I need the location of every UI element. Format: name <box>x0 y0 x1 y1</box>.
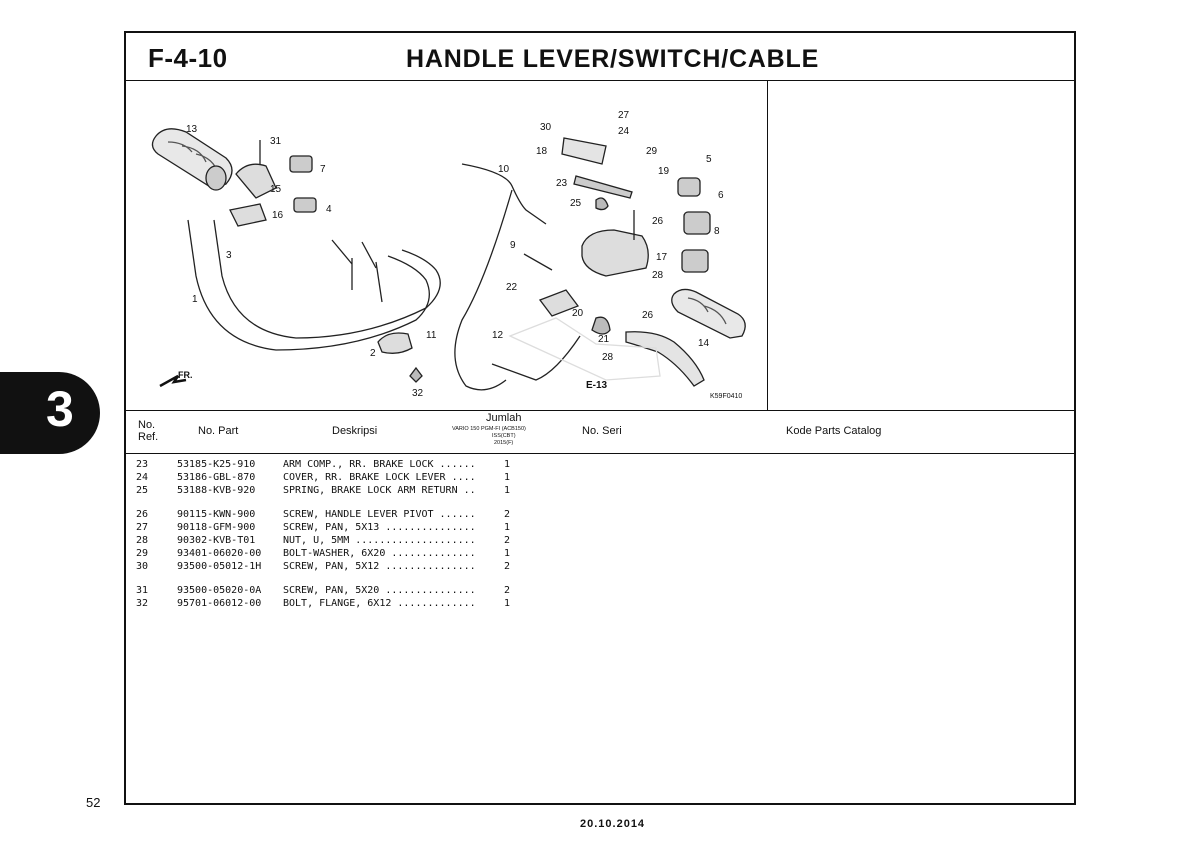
page-header: F-4-10 HANDLE LEVER/SWITCH/CABLE <box>126 33 1074 81</box>
callout-28: 28 <box>652 270 664 281</box>
callout-10: 10 <box>498 164 510 175</box>
callout-13: 13 <box>186 124 198 135</box>
table-header: No. Ref. No. Part Deskripsi Jumlah VARIO… <box>126 410 1074 454</box>
col-no-ref: No. Ref. <box>138 419 159 443</box>
callout-28b: 28 <box>602 352 614 363</box>
callout-2: 2 <box>370 348 376 359</box>
callout-24: 24 <box>618 126 630 137</box>
ref-arrow-e13: E-13 <box>586 380 608 391</box>
callout-4: 4 <box>326 204 332 215</box>
callout-3: 3 <box>226 250 232 261</box>
figure-code: K59F0410 <box>710 393 742 400</box>
table-row: 27 90118-GFM-900 SCREW, PAN, 5X13 ......… <box>136 522 511 533</box>
col-no-seri: No. Seri <box>582 425 622 437</box>
table-row: 23 53185-K25-910 ARM COMP., RR. BRAKE LO… <box>136 459 511 470</box>
col-jumlah: Jumlah <box>486 412 522 424</box>
col-no-part: No. Part <box>198 425 239 437</box>
callout-20: 20 <box>572 308 584 319</box>
callout-26: 26 <box>652 216 664 227</box>
chapter-number: 3 <box>46 381 74 437</box>
callout-7: 7 <box>320 164 326 175</box>
callout-12: 12 <box>492 330 504 341</box>
callout-19: 19 <box>658 166 670 177</box>
callout-23: 23 <box>556 178 568 189</box>
callout-9: 9 <box>510 240 516 251</box>
callout-27: 27 <box>618 110 630 121</box>
exploded-parts-diagram: 13 31 7 15 16 4 1 3 30 27 24 18 29 5 19 … <box>126 80 768 410</box>
callout-29: 29 <box>646 146 658 157</box>
table-row: 25 53188-KVB-920 SPRING, BRAKE LOCK ARM … <box>136 485 511 496</box>
callout-1: 1 <box>192 294 198 305</box>
callout-5: 5 <box>706 154 712 165</box>
callout-32: 32 <box>412 388 424 399</box>
callout-14: 14 <box>698 338 710 349</box>
callout-16: 16 <box>272 210 284 221</box>
callout-26b: 26 <box>642 310 654 321</box>
page-number: 52 <box>86 795 101 810</box>
callout-17: 17 <box>656 252 668 263</box>
catalog-page-frame: F-4-10 HANDLE LEVER/SWITCH/CABLE <box>124 31 1076 805</box>
col-jumlah-model: VARIO 150 PGM-FI (ACB150) <box>452 426 526 432</box>
callout-25: 25 <box>570 198 582 209</box>
chapter-tab: 3 <box>0 372 100 454</box>
table-row: 28 90302-KVB-T01 NUT, U, 5MM ...........… <box>136 535 511 546</box>
table-row: 31 93500-05020-0A SCREW, PAN, 5X20 .....… <box>136 585 511 596</box>
table-row: 30 93500-05012-1H SCREW, PAN, 5X12 .....… <box>136 561 511 572</box>
col-kode-parts-catalog: Kode Parts Catalog <box>786 425 882 437</box>
table-row: 26 90115-KWN-900 SCREW, HANDLE LEVER PIV… <box>136 509 511 520</box>
callout-30: 30 <box>540 122 552 133</box>
callout-15: 15 <box>270 184 282 195</box>
callout-31: 31 <box>270 136 282 147</box>
section-code: F-4-10 <box>148 43 228 73</box>
table-row: 32 95701-06012-00 BOLT, FLANGE, 6X12 ...… <box>136 598 511 609</box>
col-jumlah-iss: ISS(CBT) <box>492 433 516 439</box>
col-jumlah-year: 2015(F) <box>494 440 514 446</box>
callout-6: 6 <box>718 190 724 201</box>
table-row: 24 53186-GBL-870 COVER, RR. BRAKE LOCK L… <box>136 472 511 483</box>
footer-date: 20.10.2014 <box>580 818 646 830</box>
front-marker: FR. <box>178 370 193 380</box>
callout-18: 18 <box>536 146 548 157</box>
callout-11: 11 <box>426 330 437 341</box>
table-row: 29 93401-06020-00 BOLT-WASHER, 6X20 ....… <box>136 548 511 559</box>
callout-22: 22 <box>506 282 518 293</box>
col-deskripsi: Deskripsi <box>332 425 378 437</box>
diagram-drawing: 13 31 7 15 16 4 1 3 30 27 24 18 29 5 19 … <box>151 110 746 400</box>
callout-8: 8 <box>714 226 720 237</box>
page-title: HANDLE LEVER/SWITCH/CABLE <box>406 45 820 73</box>
callout-21: 21 <box>598 334 610 345</box>
